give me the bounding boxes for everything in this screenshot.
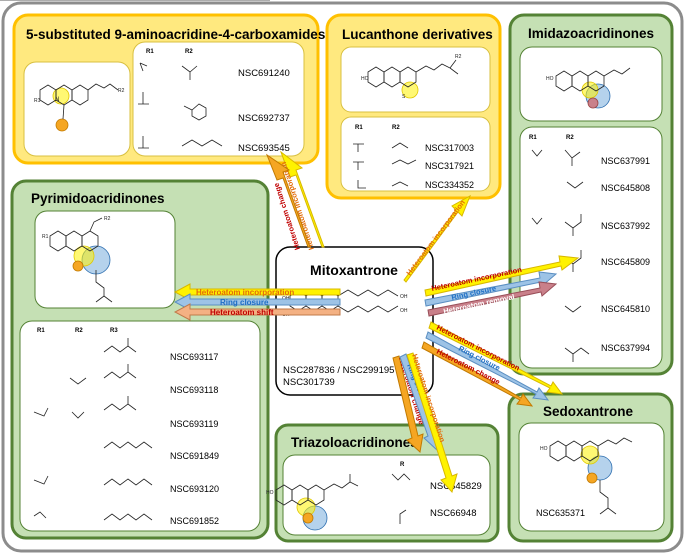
- sedox-compound-1: NSC635371: [536, 508, 585, 518]
- imidazo-header-r1: R1: [529, 135, 537, 141]
- svg-text:R2: R2: [455, 54, 462, 60]
- svg-text:S: S: [402, 94, 406, 100]
- triazolo-compound-2: NSC66948: [430, 508, 476, 519]
- aminoacridine-compound-1: NSC691240: [238, 68, 290, 79]
- arrow-label-pyrimido-shift: Heteroatom shift: [210, 308, 274, 317]
- pyrimido-compound-2: NSC693118: [170, 385, 218, 395]
- lucanthone-title: Lucanthone derivatives: [342, 27, 493, 42]
- svg-text:R1: R1: [42, 234, 49, 240]
- svg-text:HO: HO: [266, 490, 274, 496]
- sedox-title: Sedoxantrone: [543, 404, 634, 419]
- lucanthone-header-r1: R1: [355, 125, 363, 131]
- svg-text:HO: HO: [546, 76, 554, 82]
- aminoacridine-title: 5-substituted 9-aminoacridine-4-carboxam…: [26, 27, 325, 42]
- imidazo-substituent-sketches: [531, 149, 590, 362]
- arrow-to-pyrimido-shift: Heteroatom shift: [173, 303, 341, 321]
- lucanthone-panel: Lucanthone derivatives HO S R2 R1 R2 NSC…: [325, 13, 502, 200]
- triazolo-panel: Triazoloacridinones HO R NSC645829 NSC66…: [0, 0, 500, 543]
- pyrimido-header-r1: R1: [37, 328, 45, 334]
- arrow-label-pyrimido-incorporation: Heteroatom incorporation: [196, 288, 294, 297]
- arrow-label-pyrimido-ring: Ring closure: [220, 298, 269, 307]
- svg-text:HO: HO: [540, 446, 548, 452]
- triazolo-scaffold-structure: HO: [0, 0, 411, 531]
- imidazo-compound-1: NSC637991: [601, 156, 650, 166]
- imidazo-header-r2: R2: [566, 135, 574, 141]
- pyrimido-title: Pyrimidoacridinones: [31, 191, 165, 206]
- pyrimido-panel: Pyrimidoacridinones R1 R2 R1 R2 R3: [10, 179, 270, 540]
- aminoacridine-scaffold-structure: N R1 R2: [34, 83, 125, 132]
- svg-text:OH: OH: [400, 308, 408, 314]
- lucanthone-header-r2: R2: [392, 125, 400, 131]
- aminoacridine-scaffold-box: [23, 61, 131, 157]
- imidazo-compound-6: NSC637994: [601, 343, 650, 353]
- imidazo-compound-3: NSC637992: [601, 221, 650, 231]
- pyrimido-scaffold-box: [34, 210, 176, 309]
- mitoxantrone-title: Mitoxantrone: [310, 262, 398, 278]
- mitoxantrone-nsc-line1: NSC287836 / NSC299195 /: [283, 365, 400, 376]
- lucanthone-scaffold-box: [340, 46, 491, 113]
- triazolo-structure-box: [282, 454, 491, 536]
- lucanthone-table-box: [340, 116, 491, 192]
- sedox-scaffold-structure: HO: [540, 437, 633, 515]
- svg-text:R2: R2: [104, 216, 111, 222]
- aminoacridine-header-r1: R1: [146, 49, 154, 55]
- svg-text:OH: OH: [400, 294, 408, 300]
- imidazo-panel: Imidazoacridinones HO R1 R2 NSC637991 NS…: [508, 13, 674, 376]
- aminoacridine-table-box: [132, 41, 305, 157]
- aminoacridine-compound-3: NSC693545: [238, 143, 290, 154]
- sedox-panel: Sedoxantrone HO NSC635371: [507, 392, 674, 543]
- aminoacridine-compound-2: NSC692737: [238, 113, 290, 124]
- triazolo-title: Triazoloacridinones: [291, 435, 418, 450]
- lucanthone-substituent-sketches: [353, 142, 417, 189]
- imidazo-title: Imidazoacridinones: [528, 26, 654, 41]
- pyrimido-compound-4: NSC691849: [170, 451, 219, 461]
- svg-text:R1: R1: [34, 98, 41, 104]
- pyrimido-header-r3: R3: [110, 328, 118, 334]
- triazolo-compound-1: NSC645829: [430, 481, 482, 492]
- triazolo-header-r: R: [400, 462, 405, 468]
- pyrimido-compound-1: NSC693117: [170, 352, 218, 362]
- lucanthone-scaffold-structure: HO S R2: [361, 54, 462, 100]
- pyrimido-substituent-sketches: [33, 338, 153, 521]
- imidazo-compound-4: NSC645809: [601, 257, 650, 267]
- lucanthone-compound-1: NSC317003: [425, 143, 474, 153]
- arrow-to-pyrimido-ring: Ring closure: [173, 293, 341, 311]
- pyrimido-table-box: [19, 320, 261, 532]
- imidazo-scaffold-structure: HO: [546, 67, 631, 109]
- mitoxantrone-nsc-line2: NSC301739: [283, 377, 335, 388]
- lucanthone-compound-3: NSC334352: [425, 180, 474, 190]
- svg-text:HO: HO: [361, 76, 369, 82]
- imidazo-table-box: [519, 126, 663, 369]
- imidazo-compound-2: NSC645808: [601, 183, 650, 193]
- imidazo-compound-5: NSC645810: [601, 304, 650, 314]
- aminoacridine-header-r2: R2: [185, 49, 193, 55]
- arrow-to-pyrimido-incorporation: Heteroatom incorporation: [173, 283, 341, 301]
- aminoacridine-panel: 5-substituted 9-aminoacridine-4-carboxam…: [12, 13, 325, 165]
- pyrimido-compound-6: NSC691852: [170, 516, 219, 526]
- lucanthone-compound-2: NSC317921: [425, 161, 474, 171]
- pyrimido-scaffold-structure: R1 R2: [42, 216, 113, 303]
- pyrimido-compound-5: NSC693120: [170, 484, 219, 494]
- pyrimido-compound-3: NSC693119: [170, 419, 218, 429]
- pyrimido-header-r2: R2: [75, 328, 83, 334]
- svg-text:N: N: [55, 97, 59, 103]
- aminoacridine-substituent-sketches: [138, 62, 223, 149]
- svg-text:R2: R2: [118, 88, 125, 94]
